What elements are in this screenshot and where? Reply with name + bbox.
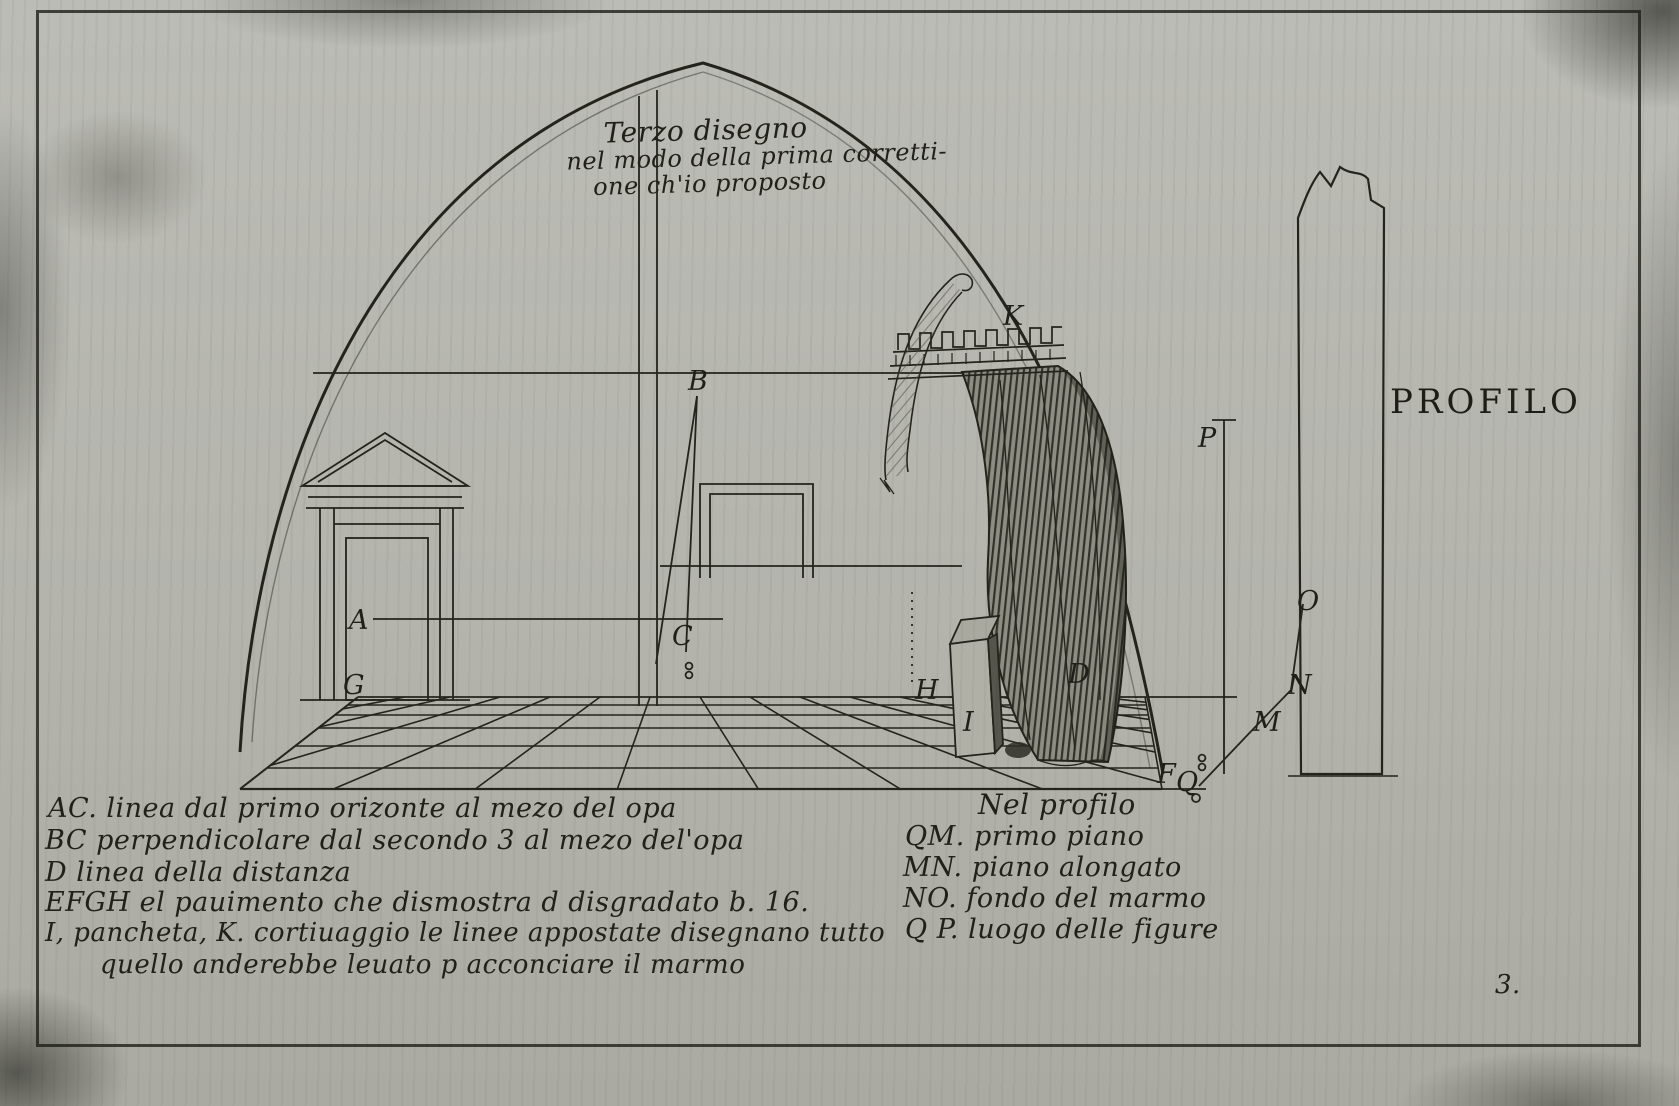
- qmno-zigzag: [1198, 603, 1304, 787]
- label-f: F: [1156, 759, 1177, 790]
- legend-left-line-4: EFGH el pauimento che dismostra d disgra…: [45, 887, 810, 918]
- curtain-folds: [999, 371, 1109, 767]
- page-number: 3.: [1495, 970, 1521, 1000]
- plate-border: [36, 10, 1641, 1047]
- legend-right-line-3: NO. fondo del marmo: [903, 883, 1207, 914]
- curtain-shadow: [1058, 366, 1127, 762]
- door-aedicule: [298, 431, 472, 701]
- label-o: O: [1297, 586, 1319, 617]
- legend-left-line-1: AC. linea dal primo orizonte al mezo del…: [48, 793, 677, 824]
- legend-right-line-4: Q P. luogo delle figure: [905, 914, 1219, 945]
- curtain-swag: [879, 273, 974, 495]
- label-i: I: [962, 707, 975, 738]
- stone-blob: [1005, 742, 1031, 758]
- legend-left-line-3: D linea della distanza: [45, 857, 352, 888]
- legend-left-line-5: I, pancheta, K. cortiuaggio le linee app…: [45, 918, 886, 948]
- label-a: A: [346, 605, 369, 636]
- label-c: C: [672, 621, 693, 652]
- label-m: M: [1252, 707, 1282, 738]
- legend-right-line-1: QM. primo piano: [905, 821, 1145, 852]
- profilo-heading: PROFILO: [1390, 382, 1582, 422]
- marble-profile-slab: [1288, 165, 1398, 777]
- label-p: P: [1197, 423, 1217, 454]
- label-n: N: [1287, 670, 1313, 701]
- floor-grid: [239, 696, 1163, 791]
- legend-right-line-2: MN. piano alongato: [903, 852, 1182, 883]
- bench-pancheta: [948, 614, 1031, 758]
- label-h: H: [914, 675, 939, 706]
- label-b: B: [687, 366, 708, 397]
- label-g: G: [343, 670, 365, 701]
- label-k: K: [1002, 301, 1025, 332]
- legend-left-line-2: BC perpendicolare dal secondo 3 al mezo …: [45, 825, 745, 856]
- construction-lines: [638, 90, 913, 706]
- profile-construction: [1160, 419, 1304, 803]
- curtain-drapery: [879, 273, 1127, 767]
- label-q: Q: [1176, 767, 1198, 798]
- legend-left-line-6: quello anderebbe leuato p acconciare il …: [100, 950, 746, 980]
- legend-right-heading: Nel profilo: [978, 788, 1136, 821]
- point-labels: A B C D F G H I K M N O P Q: [343, 301, 1319, 798]
- label-d: D: [1067, 659, 1090, 690]
